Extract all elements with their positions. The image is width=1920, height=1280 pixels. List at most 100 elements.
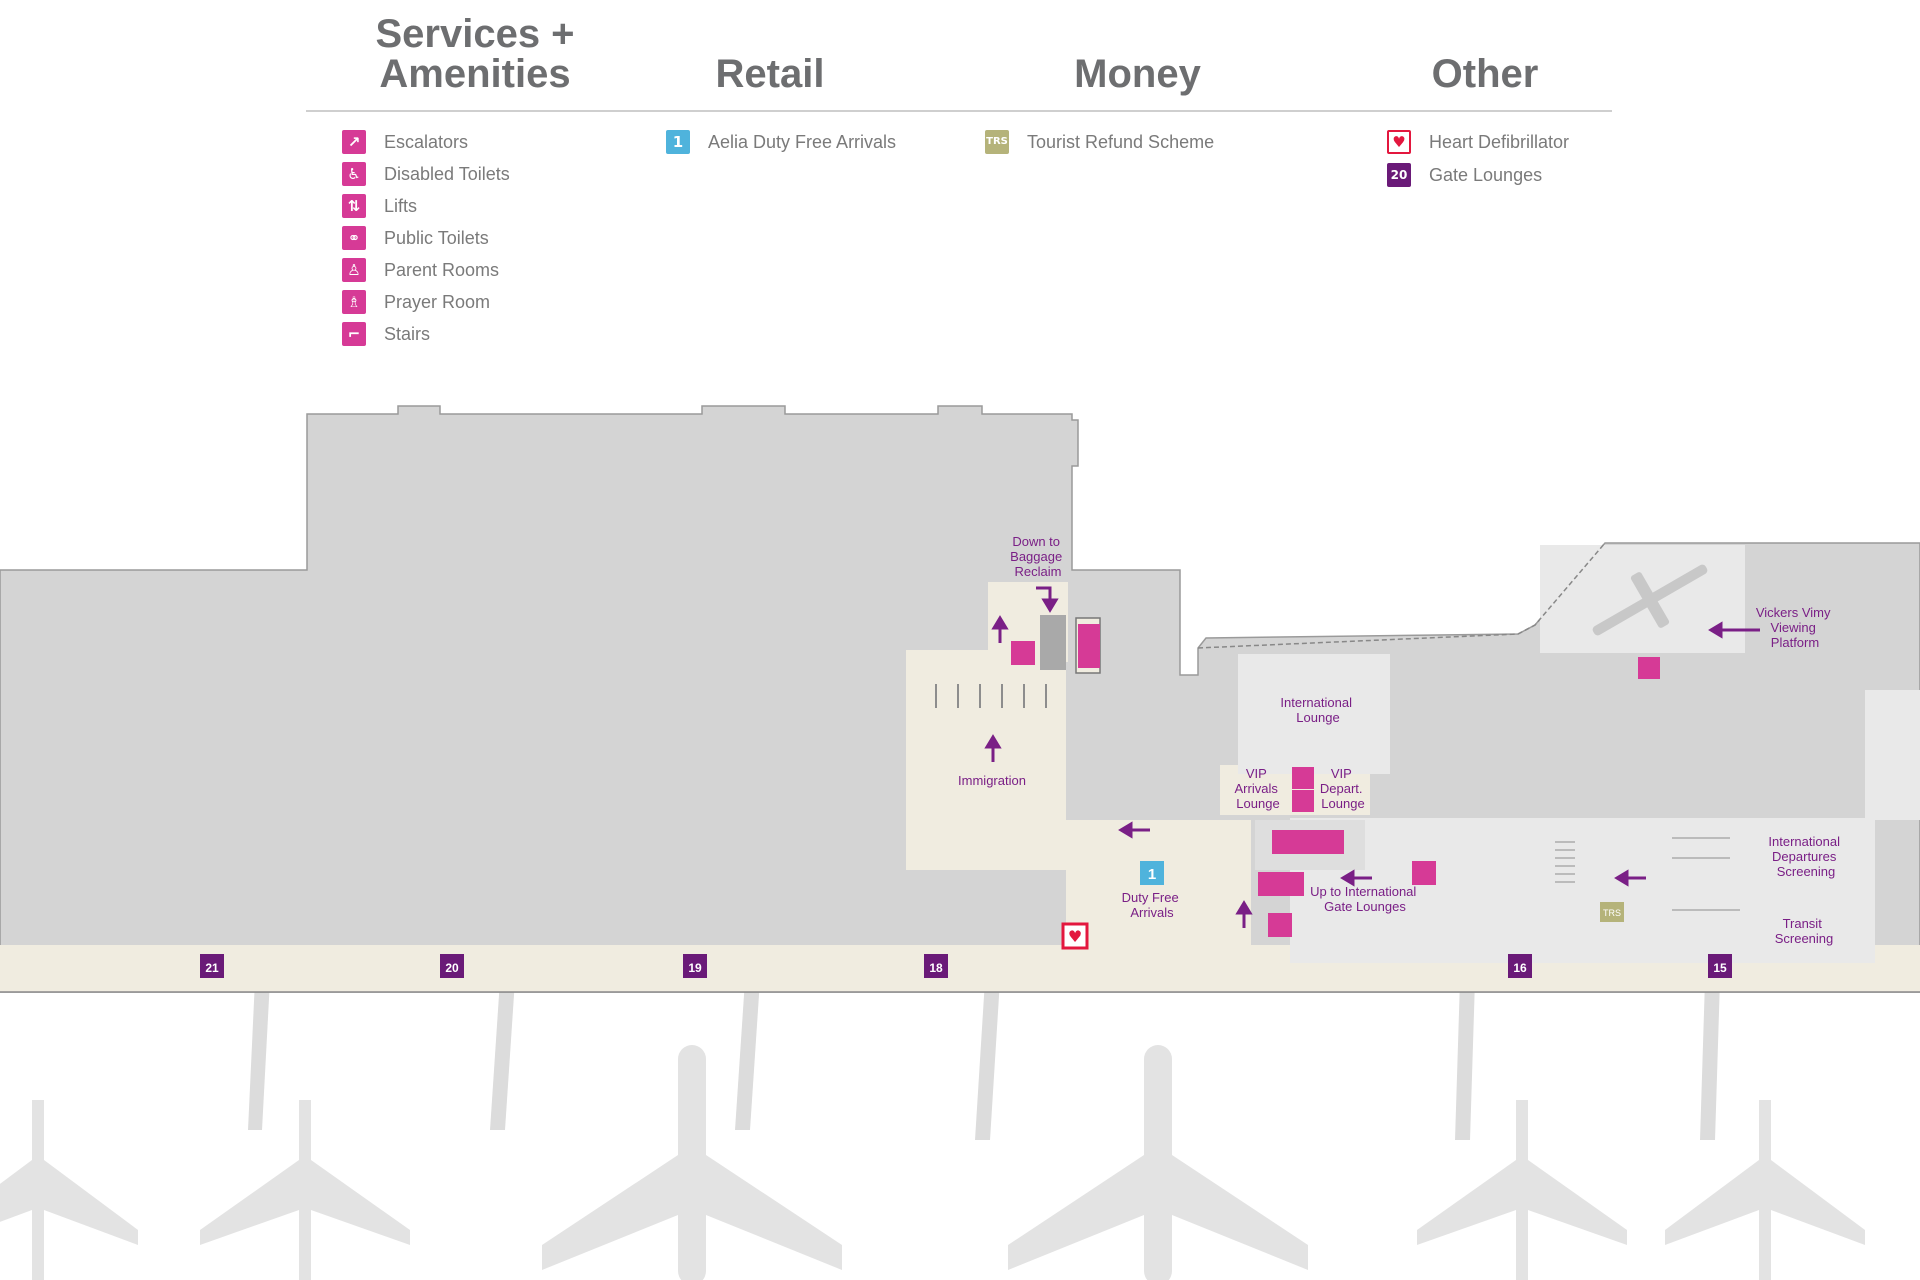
trs-icon: [1600, 902, 1624, 922]
gate-number: 20: [445, 961, 459, 975]
vip-arrivals-label: VIP Arrivals Lounge: [1235, 766, 1282, 811]
label-line: Screening: [1775, 931, 1834, 946]
label-line: Baggage: [1010, 549, 1062, 564]
gate-lounge-icon: [924, 954, 948, 978]
label-line: VIP: [1331, 766, 1352, 781]
toilets-icon: ⚭: [342, 226, 366, 250]
legend-item: ♙Parent Rooms: [342, 256, 499, 284]
gate-number: 21: [205, 961, 219, 975]
legend-header-services-line1: Services +: [375, 12, 575, 56]
plane-silhouette: [1665, 1100, 1865, 1280]
baggage-escalators: [1040, 615, 1066, 670]
heart-defibrillator-icon: [1061, 922, 1089, 950]
label-line: Down to: [1012, 534, 1060, 549]
parent-room-icon: ♙: [342, 258, 366, 282]
map-facility-icons: 1 TRS ♥: [1011, 624, 1660, 950]
plane-silhouette: [1417, 1100, 1627, 1280]
wheelchair-icon: ♿: [342, 162, 366, 186]
label-line: Screening: [1777, 864, 1836, 879]
duty-free-icon: [1140, 861, 1164, 885]
label-line: Arrivals: [1235, 781, 1279, 796]
lift-icon: ⇅: [342, 194, 366, 218]
international-lounge-label: International Lounge: [1280, 695, 1355, 725]
duty-free-marker: 1: [1148, 866, 1156, 883]
international-lounge-area: [1238, 654, 1390, 774]
escalator-lines: [935, 684, 1047, 708]
gate-lounge-icon: [440, 954, 464, 978]
label-line: Transit: [1783, 916, 1823, 931]
gate-lounge-icon: [1708, 954, 1732, 978]
legend-item: TRS Tourist Refund Scheme: [985, 128, 1214, 156]
label-line: Up to International: [1310, 884, 1416, 899]
legend-header-other: Other: [1431, 52, 1539, 96]
legend-item: 20 Gate Lounges: [1387, 161, 1542, 189]
legend-label: Disabled Toilets: [384, 163, 510, 184]
transit-screening-label: Transit Screening: [1775, 916, 1834, 946]
legend-item: ⌐Stairs: [342, 320, 430, 348]
gate-marker-18: 18: [924, 954, 948, 978]
aircraft-silhouettes: [0, 1045, 1865, 1280]
departures-screening-hall: [1290, 818, 1875, 963]
gate-lounge-icon: [1508, 954, 1532, 978]
legend-header-services-line2: Amenities: [379, 52, 571, 96]
label-line: VIP: [1246, 766, 1267, 781]
legend-item: ♥Heart Defibrillator: [1387, 128, 1569, 156]
baggage-reclaim-label: Down to Baggage Reclaim: [1010, 534, 1066, 579]
plane-silhouette: [200, 1100, 410, 1280]
departures-screening-label: International Departures Screening: [1768, 834, 1843, 879]
gate-number: 16: [1513, 961, 1527, 975]
immigration-label: Immigration: [958, 773, 1026, 788]
gate-lounges-label: Up to International Gate Lounges: [1310, 884, 1420, 914]
legend-label: Tourist Refund Scheme: [1027, 131, 1215, 152]
trs-marker: TRS: [1603, 908, 1621, 918]
legend-item: ⇅ Lifts: [342, 192, 417, 220]
gate-lounge-icon: 20: [1387, 163, 1411, 187]
legend-header-services: Services + Amenities: [360, 14, 590, 94]
direction-arrows: [984, 586, 1760, 928]
plane-silhouette: [1008, 1045, 1308, 1280]
duty-free-label: Duty Free Arrivals: [1122, 890, 1183, 920]
legend-item: ↗Escalators: [342, 128, 468, 156]
label-line: Duty Free: [1122, 890, 1179, 905]
wheelchair-icon: [1292, 790, 1314, 812]
amenities-cluster-icon: [1272, 830, 1344, 854]
legend-label: Lifts: [384, 195, 418, 216]
prayer-room-icon: [1268, 913, 1292, 937]
prayer-room-icon: ♗: [342, 290, 366, 314]
toilets-icon: [1011, 641, 1035, 665]
label-line: Departures: [1772, 849, 1837, 864]
label-line: International: [1280, 695, 1352, 710]
label-line: Viewing: [1771, 620, 1816, 635]
legend-header-retail: Retail: [715, 52, 825, 96]
legend-item: ♿ Disabled Toilets: [342, 160, 510, 188]
legend-label: Escalators: [384, 131, 469, 152]
legend-item: ⚭ Public Toilets: [342, 224, 489, 252]
escalator-icon: [1258, 872, 1304, 896]
gate-number: 15: [1713, 961, 1727, 975]
gate-marker-20: 20: [440, 954, 464, 978]
legend-item: ♗Prayer Room: [342, 288, 490, 316]
stairs-icon: [1078, 646, 1100, 668]
label-line: Lounge: [1236, 796, 1279, 811]
label-line: Gate Lounges: [1324, 899, 1406, 914]
legend-label: Stairs: [384, 323, 431, 344]
legend-label: Gate Lounges: [1429, 164, 1543, 185]
viewing-platform-outline: [1197, 542, 1606, 649]
immigration-hall: [906, 650, 1066, 870]
legend-label: Public Toilets: [384, 227, 489, 248]
gate-marker-21: 21: [200, 954, 224, 978]
gate-lounge-icon: [683, 954, 707, 978]
gate-lounge-icon: [200, 954, 224, 978]
lift-icon: [1638, 657, 1660, 679]
plane-silhouette: [542, 1045, 842, 1280]
trs-icon: TRS: [985, 130, 1009, 154]
label-line: Platform: [1771, 635, 1819, 650]
gate-marker-15: 15: [1708, 954, 1732, 978]
vickers-vimy-label: Vickers Vimy Viewing Platform: [1756, 605, 1834, 650]
legend-divider: [306, 110, 1612, 112]
toilets-icon: [1292, 767, 1314, 789]
plane-silhouette: [0, 1100, 138, 1280]
gate-number: 18: [929, 961, 943, 975]
